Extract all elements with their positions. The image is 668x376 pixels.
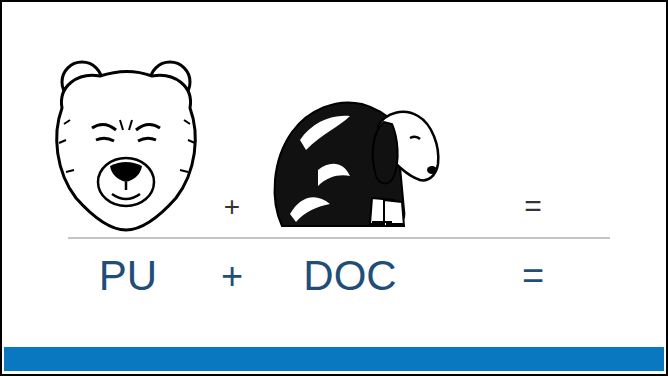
bear-nose <box>110 162 142 182</box>
bear-wrinkle <box>120 120 132 130</box>
dog-eye <box>410 137 420 139</box>
bear-illustration <box>57 62 196 230</box>
bear-head <box>57 72 196 231</box>
bear-eye <box>138 138 156 141</box>
bear-mouth <box>112 182 140 199</box>
dog-highlight <box>290 197 330 222</box>
bear-brow <box>92 124 116 130</box>
equation-operator: = <box>522 257 544 295</box>
equation-operator: + <box>224 193 240 221</box>
bear-muzzle <box>98 158 154 206</box>
dog-paw <box>372 222 404 224</box>
equation-term: DOC <box>303 255 396 297</box>
dog-highlight <box>318 164 350 186</box>
footer-band <box>4 347 664 371</box>
dog-highlight <box>300 116 350 150</box>
equation-operator: = <box>524 191 542 221</box>
bear-brow <box>136 124 160 130</box>
dog-nose <box>427 166 437 174</box>
equation-term: PU <box>99 255 157 297</box>
equation-operator: + <box>221 257 243 295</box>
divider-line <box>68 238 610 239</box>
bear-eye <box>96 138 114 141</box>
dog-illustration <box>275 102 439 226</box>
dog-ear <box>373 122 398 184</box>
